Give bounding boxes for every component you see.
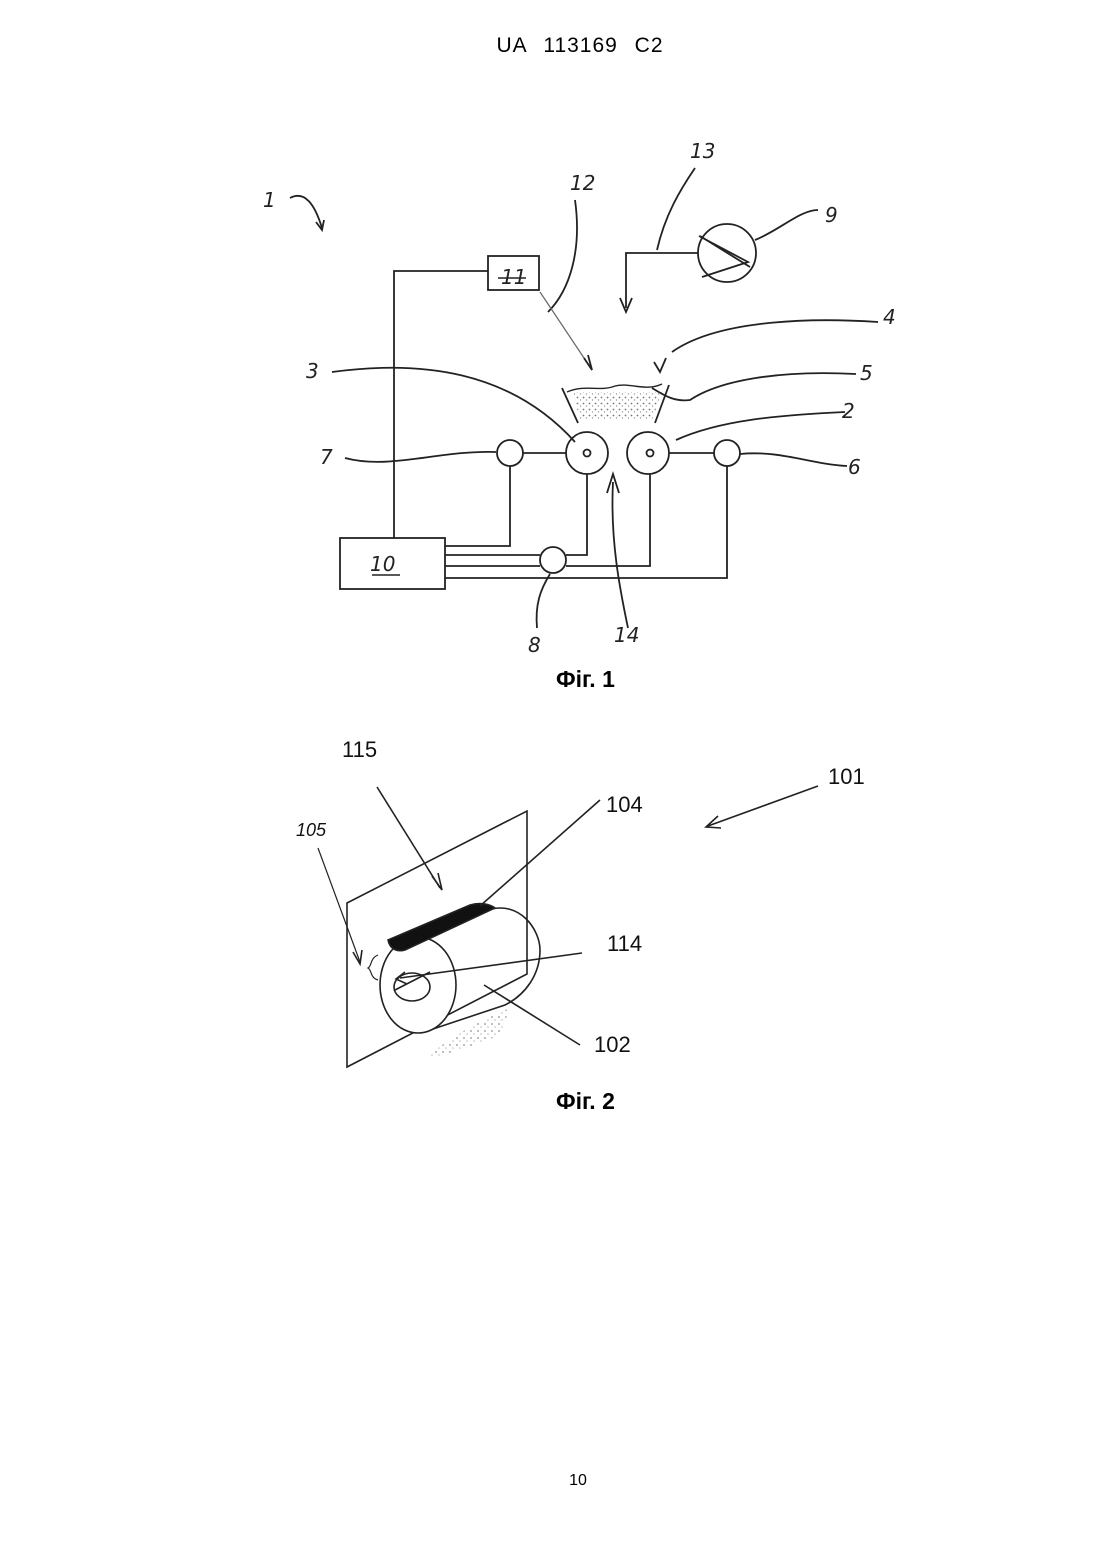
- sensor-8: [540, 547, 566, 573]
- roller-102: [400, 908, 540, 1030]
- ref-label-5: 5: [860, 361, 873, 385]
- ref-label-6: 6: [848, 455, 861, 479]
- leader-104: [480, 800, 600, 906]
- motor-7: [497, 440, 523, 466]
- leader-13: [657, 168, 695, 250]
- figure-1-caption: Фіг. 1: [556, 666, 615, 693]
- leader-14: [612, 482, 628, 628]
- leader-8: [537, 574, 550, 628]
- ref-label-2: 2: [842, 399, 855, 423]
- leader-5: [652, 373, 856, 400]
- roller-3: [566, 432, 608, 474]
- ref-label-104: 104: [606, 792, 643, 817]
- leader-2: [676, 412, 845, 440]
- ref-label-3: 3: [306, 359, 319, 383]
- roller-2: [627, 432, 669, 474]
- ref-label-102: 102: [594, 1032, 631, 1057]
- leader-12: [548, 200, 577, 312]
- leader-7: [345, 452, 496, 462]
- leader-6: [740, 453, 847, 466]
- figure-2-caption: Фіг. 2: [556, 1088, 615, 1115]
- ref-label-10: 10: [370, 552, 395, 576]
- ref-label-101: 101: [828, 764, 865, 789]
- leader-9: [755, 210, 818, 240]
- ref-label-9: 9: [825, 203, 838, 227]
- ref-label-13: 13: [690, 139, 715, 163]
- leader-115: [377, 787, 440, 888]
- ref-label-14: 14: [614, 623, 639, 647]
- ref-label-105: 105: [296, 820, 327, 840]
- ref-label-114: 114: [607, 931, 642, 956]
- ref-label-4: 4: [883, 305, 896, 329]
- figure-1-drawing: 1 12 13 9 11 4 3 5 2 7 6 10 8 14: [0, 0, 1101, 700]
- leader-102: [484, 985, 580, 1045]
- page-number: 10: [0, 1472, 1101, 1490]
- ref-label-115: 115: [342, 737, 377, 762]
- leader-105: [318, 848, 360, 962]
- ref-label-7: 7: [320, 445, 333, 469]
- motor-6: [714, 440, 740, 466]
- leader-114: [400, 953, 582, 978]
- ref-label-8: 8: [528, 633, 541, 657]
- ref-label-1: 1: [263, 188, 276, 212]
- leader-101: [708, 786, 818, 826]
- ref-label-11: 11: [501, 265, 526, 289]
- leader-3: [332, 368, 575, 442]
- ref-label-12: 12: [570, 171, 595, 195]
- plate-115: [347, 811, 527, 1067]
- leader-4: [672, 320, 878, 352]
